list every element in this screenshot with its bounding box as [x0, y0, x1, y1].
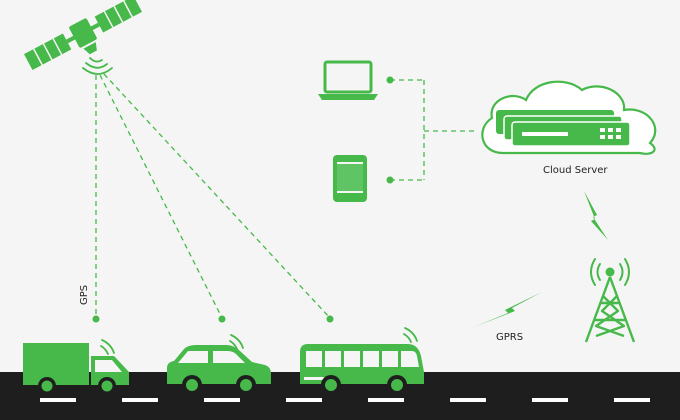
cell-tower-icon [584, 258, 636, 343]
laptop-icon [318, 60, 378, 100]
gps-signal-lines [95, 73, 331, 319]
gps-label: GPS [79, 285, 90, 305]
tablet-icon [333, 155, 367, 202]
cloud-server-icon [481, 80, 657, 155]
lightning-icon [474, 292, 542, 327]
gprs-label: GPRS [496, 332, 523, 343]
lightning-icon [584, 191, 608, 240]
gps-endpoints [92, 315, 334, 323]
bus-icon [300, 327, 424, 395]
device-connector-lines [390, 79, 477, 181]
satellite-icon [24, 0, 142, 75]
cloud-server-label: Cloud Server [543, 165, 608, 176]
truck-icon [23, 339, 129, 395]
car-icon [167, 334, 271, 395]
lane-markings [40, 398, 650, 402]
